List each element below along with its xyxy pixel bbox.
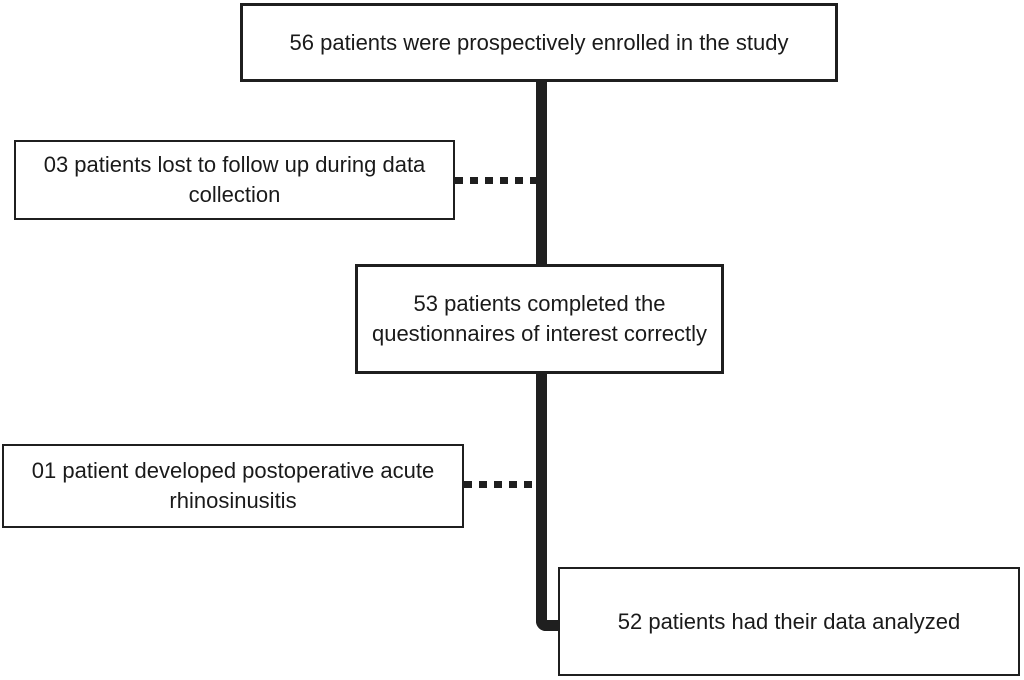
node-completed: 53 patients completed the questionnaires… <box>355 264 724 374</box>
node-lost-followup-label: 03 patients lost to follow up during dat… <box>43 152 426 207</box>
node-lost-followup: 03 patients lost to follow up during dat… <box>14 140 455 220</box>
node-enrolled-label: 56 patients were prospectively enrolled … <box>289 29 789 55</box>
dotted-connector-lost-followup <box>455 177 536 184</box>
node-rhinosinusitis: 01 patient developed postoperative acute… <box>2 444 464 528</box>
node-analyzed-label: 52 patients had their data analyzed <box>617 608 961 634</box>
node-enrolled: 56 patients were prospectively enrolled … <box>240 3 838 82</box>
node-analyzed: 52 patients had their data analyzed <box>558 567 1020 676</box>
node-completed-label: 53 patients completed the questionnaires… <box>371 291 708 346</box>
node-rhinosinusitis-label: 01 patient developed postoperative acute… <box>31 458 435 513</box>
dotted-connector-rhinosinusitis <box>464 481 536 488</box>
